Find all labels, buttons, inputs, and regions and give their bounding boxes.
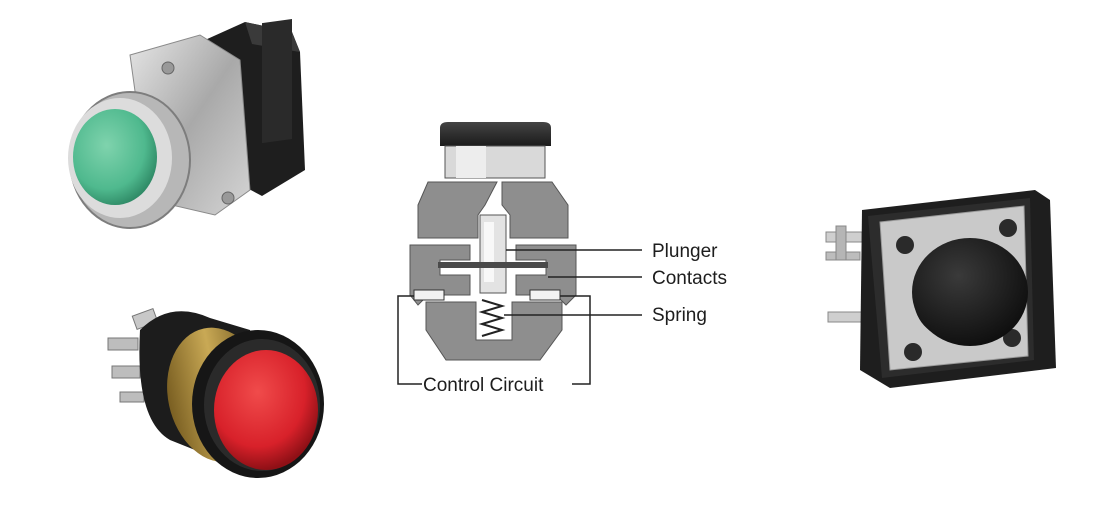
contacts-label: Contacts (652, 268, 727, 289)
green-pushbutton-image (68, 18, 305, 229)
red-pushbutton-image (107, 308, 324, 478)
tactile-cap-icon (912, 238, 1028, 346)
control-circuit-label: Control Circuit (423, 375, 544, 396)
button-cap (440, 122, 551, 146)
contacts (438, 262, 548, 268)
plunger-label: Plunger (652, 241, 718, 262)
tactile-switch-image (825, 190, 1056, 388)
green-cap-icon (73, 109, 157, 205)
spring (478, 299, 506, 337)
spring-label: Spring (652, 305, 707, 326)
red-cap-icon (214, 350, 318, 470)
pushbutton-cross-section-diagram: Plunger Contacts Spring Control Circuit (397, 122, 727, 396)
